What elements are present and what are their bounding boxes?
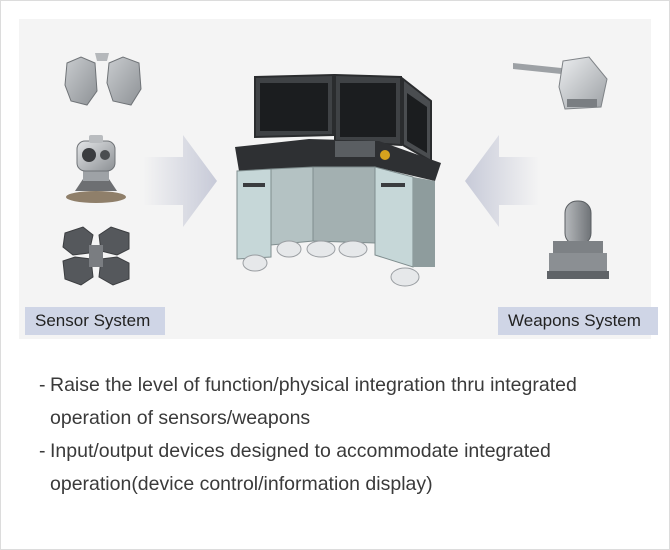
bullet-line: operation of sensors/weapons bbox=[50, 407, 311, 429]
naval-gun-icon bbox=[511, 53, 611, 113]
bullet-item: - Input/output devices designed to accom… bbox=[39, 435, 641, 501]
arrow-right-icon bbox=[143, 131, 219, 231]
camera-turret-icon bbox=[59, 133, 133, 205]
bullet-dash: - bbox=[39, 374, 46, 396]
radar-panel-icon bbox=[61, 49, 145, 115]
combat-console-icon bbox=[229, 71, 447, 297]
bullet-line: Input/output devices designed to accommo… bbox=[50, 440, 551, 462]
arrow-left-icon bbox=[463, 131, 539, 231]
description-list: - Raise the level of function/physical i… bbox=[39, 369, 641, 501]
weapons-system-label: Weapons System bbox=[498, 307, 658, 335]
bullet-dash: - bbox=[39, 440, 46, 462]
radar-array-icon bbox=[59, 223, 133, 289]
sensor-system-label: Sensor System bbox=[25, 307, 165, 335]
bullet-line: Raise the level of function/physical int… bbox=[50, 374, 577, 396]
ciws-gun-icon bbox=[545, 197, 611, 283]
bullet-line: operation(device control/information dis… bbox=[50, 473, 433, 495]
bullet-item: - Raise the level of function/physical i… bbox=[39, 369, 641, 435]
